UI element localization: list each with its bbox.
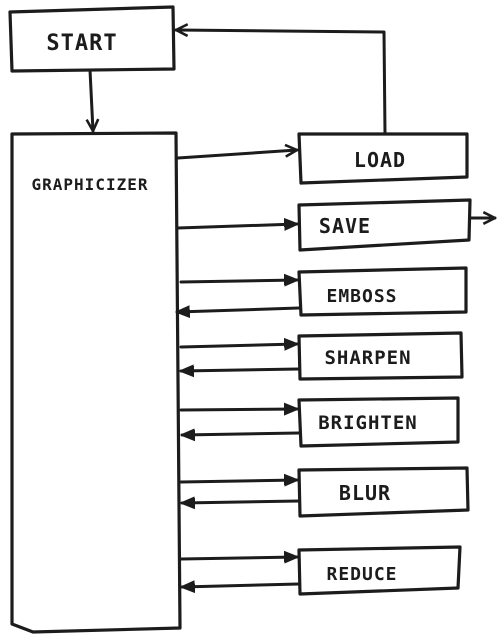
- graphicizer-to-emboss-arrow: [179, 280, 299, 282]
- save-node: SAVE: [297, 198, 472, 252]
- start-to-graphicizer-arrow: [90, 68, 93, 133]
- graphicizer-to-blur-arrow: [179, 480, 299, 482]
- brighten-to-graphicizer-arrow: [180, 433, 301, 435]
- graphicizer-node: GRAPHICIZER: [10, 131, 182, 634]
- graphicizer-label: GRAPHICIZER: [32, 175, 149, 194]
- reduce-node: REDUCE: [297, 545, 462, 596]
- save-label: SAVE: [319, 214, 371, 238]
- load-node: LOAD: [297, 132, 469, 185]
- load-label: LOAD: [354, 148, 406, 172]
- blur-label: BLUR: [339, 481, 391, 505]
- start-node: START: [8, 5, 176, 73]
- start-label: START: [46, 31, 117, 56]
- blur-node: BLUR: [297, 466, 470, 518]
- sharpen-node: SHARPEN: [297, 331, 464, 381]
- graphicizer-to-brighten-arrow: [179, 409, 299, 410]
- sharpen-label: SHARPEN: [324, 347, 411, 369]
- emboss-to-graphicizer-arrow: [175, 308, 301, 312]
- brighten-node: BRIGHTEN: [297, 396, 460, 448]
- sharpen-to-graphicizer-arrow: [179, 369, 301, 371]
- reduce-label: REDUCE: [326, 564, 397, 585]
- emboss-label: EMBOSS: [326, 286, 397, 307]
- emboss-node: EMBOSS: [297, 266, 468, 317]
- blur-to-graphicizer-arrow: [180, 501, 301, 503]
- graphicizer-to-reduce-arrow: [179, 557, 299, 559]
- brighten-label: BRIGHTEN: [318, 412, 418, 434]
- reduce-to-graphicizer-arrow: [180, 584, 301, 587]
- graphicizer-to-sharpen-arrow: [179, 344, 299, 347]
- graphicizer-to-load-arrow: [176, 150, 299, 160]
- graphicizer-to-save-arrow: [176, 224, 299, 228]
- load-to-start-arrow: [174, 30, 387, 136]
